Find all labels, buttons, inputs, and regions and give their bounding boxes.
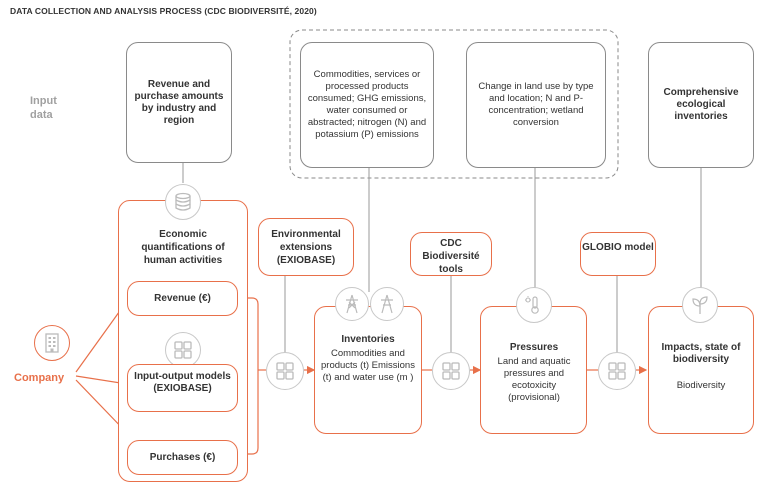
pressures-title: Pressures — [509, 342, 559, 353]
building-icon — [34, 325, 70, 361]
impacts-body: Biodiversity — [676, 380, 726, 391]
inventories-body: Commodities and products (t) Emissions (… — [321, 348, 415, 383]
pressures-box — [480, 306, 587, 434]
calculator-icon — [598, 352, 636, 390]
revenue-input-box: Revenue and purchase amounts by industry… — [126, 42, 232, 163]
calculator-icon — [165, 332, 201, 368]
cdc-tools-box: CDC Biodiversité tools — [410, 232, 492, 276]
calculator-icon — [266, 352, 304, 390]
economic-title: Economic quantifications of human activi… — [141, 229, 225, 266]
impacts-title: Impacts, state of biodiversity — [661, 342, 741, 365]
input-data-label: Input data — [30, 95, 57, 121]
inventories-title: Inventories — [341, 334, 395, 345]
plant-sprout-icon — [682, 287, 718, 323]
globio-box: GLOBIO model — [580, 232, 656, 276]
commodities-input-box: Commodities, services or processed produ… — [300, 42, 434, 168]
environmental-extensions-box: Environmental extensions (EXIOBASE) — [258, 218, 354, 276]
power-pylon-icon — [335, 287, 369, 321]
thermometer-sun-icon — [516, 287, 552, 323]
database-icon — [165, 184, 201, 220]
calculator-icon — [432, 352, 470, 390]
revenue-box: Revenue (€) — [127, 281, 238, 316]
power-pylon-icon — [370, 287, 404, 321]
pressures-body: Land and aquatic pressures and ecotoxici… — [497, 356, 571, 403]
impacts-box — [648, 306, 754, 434]
land-use-input-box: Change in land use by type and location;… — [466, 42, 606, 168]
company-label: Company — [14, 372, 65, 384]
diagram-title: DATA COLLECTION AND ANALYSIS PROCESS (CD… — [10, 6, 317, 16]
io-models-box: Input-output models (EXIOBASE) — [127, 364, 238, 412]
purchases-box: Purchases (€) — [127, 440, 238, 475]
ecological-input-box: Comprehensive ecological inventories — [648, 42, 754, 168]
